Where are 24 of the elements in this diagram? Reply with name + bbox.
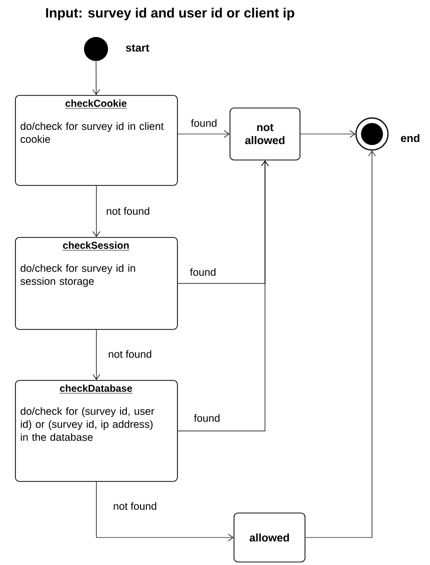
edge-label: found [188, 267, 218, 277]
arrow [178, 160, 269, 432]
edge-label: not found [112, 501, 158, 511]
state-box: allowed [234, 512, 306, 562]
state-label: start [126, 44, 150, 52]
state-label: end [400, 134, 420, 142]
arrow [92, 186, 100, 237]
arrow [178, 130, 230, 138]
arrow [305, 150, 376, 538]
state-box: not allowed [230, 108, 300, 160]
end-state-circle [355, 117, 389, 151]
start-state-circle [84, 37, 108, 61]
arrow [92, 60, 100, 95]
state-box: checkSession do/check for survey id in session storage [15, 237, 178, 330]
arrow [92, 330, 100, 380]
state-box: checkCookie do/check for survey id in client cookie [15, 95, 178, 186]
arrow [96, 482, 234, 542]
edge-label: not found [107, 349, 153, 359]
arrow [300, 130, 356, 138]
state-box: checkDatabase do/check for (survey id, user id) or (survey id, ip address) in the database [15, 380, 178, 482]
edge-label: not found [105, 206, 151, 216]
edge-label: found [190, 118, 218, 128]
edge-label: found [192, 413, 222, 423]
title: Input: survey id and user id or client ip [46, 8, 294, 20]
